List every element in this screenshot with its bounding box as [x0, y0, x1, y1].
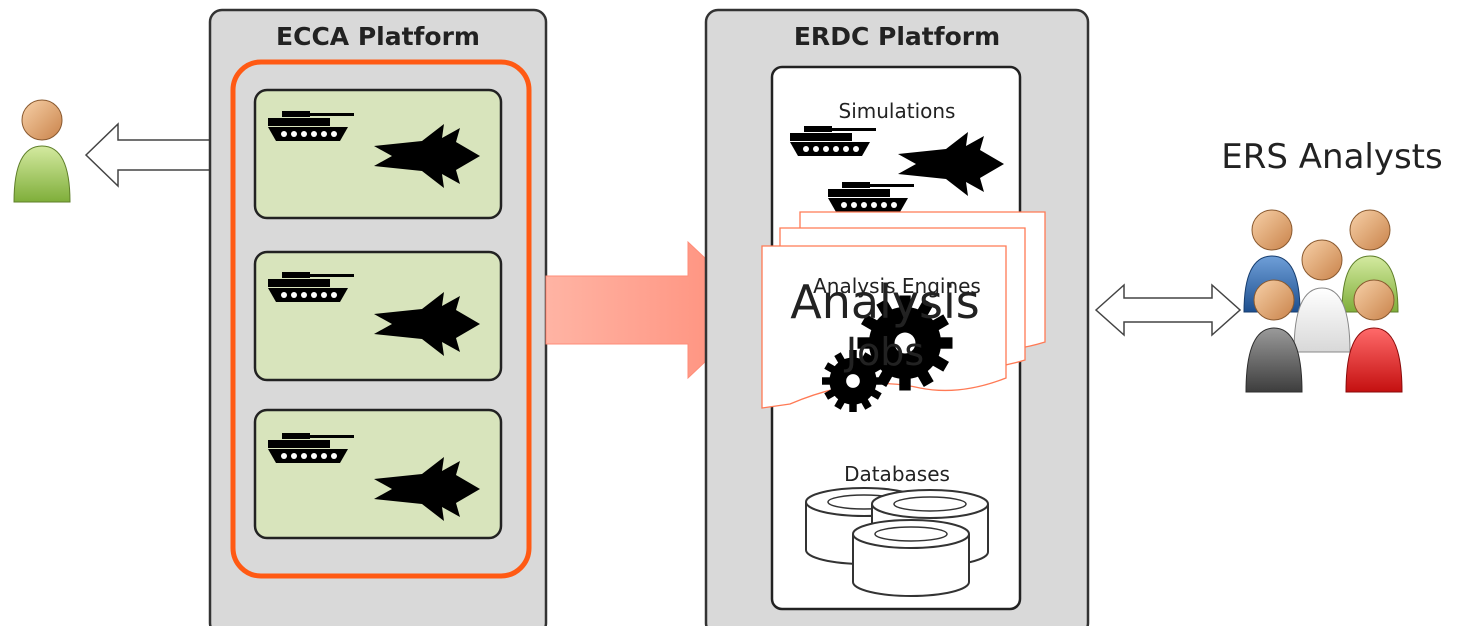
ecca-selection-highlight — [230, 59, 532, 579]
analysis-jobs-overlay-line2: Jobs — [844, 330, 924, 374]
ecca-platform: ECCA Platform — [208, 8, 548, 626]
analyst-group-icon — [1243, 209, 1403, 393]
analysis-engines-label: Analysis Engines — [813, 274, 981, 298]
simulation-panel — [253, 88, 503, 220]
erdc-platform: ERDC Platform Simulations Analysis Engin… — [704, 8, 1090, 626]
simulation-panel — [253, 250, 503, 382]
user-icon — [1245, 279, 1303, 393]
erdc-platform-title: ERDC Platform — [794, 22, 1000, 51]
simulations-label: Simulations — [839, 99, 956, 123]
analysis-jobs-overlay: Analysis — [790, 275, 980, 329]
user-icon — [13, 99, 71, 203]
user-icon — [1345, 279, 1403, 393]
user-icon — [1293, 239, 1351, 353]
ecca-platform-title: ECCA Platform — [276, 22, 480, 51]
database-icon — [852, 519, 970, 597]
ers-analysts-label: ERS Analysts — [1221, 137, 1442, 177]
databases-label: Databases — [844, 462, 950, 486]
double-arrow-icon — [1094, 283, 1242, 337]
simulation-panel — [253, 408, 503, 540]
